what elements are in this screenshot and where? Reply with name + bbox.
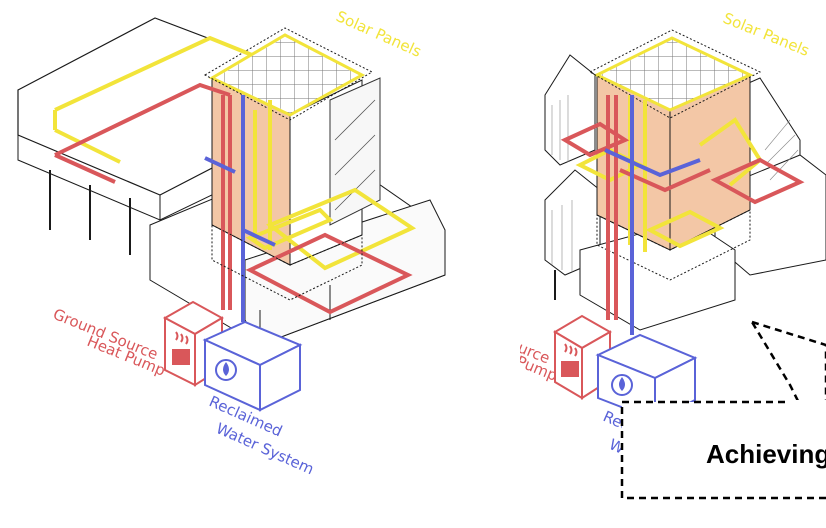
left-pilotis <box>50 170 130 255</box>
left-solar-label: Solar Panels <box>333 7 424 61</box>
left-building-diagram: Solar Panels Ground Source Heat Pump Rec… <box>18 7 445 478</box>
callout-text: Achieving <box>706 439 826 469</box>
right-solar-label: Solar Panels <box>721 9 813 60</box>
